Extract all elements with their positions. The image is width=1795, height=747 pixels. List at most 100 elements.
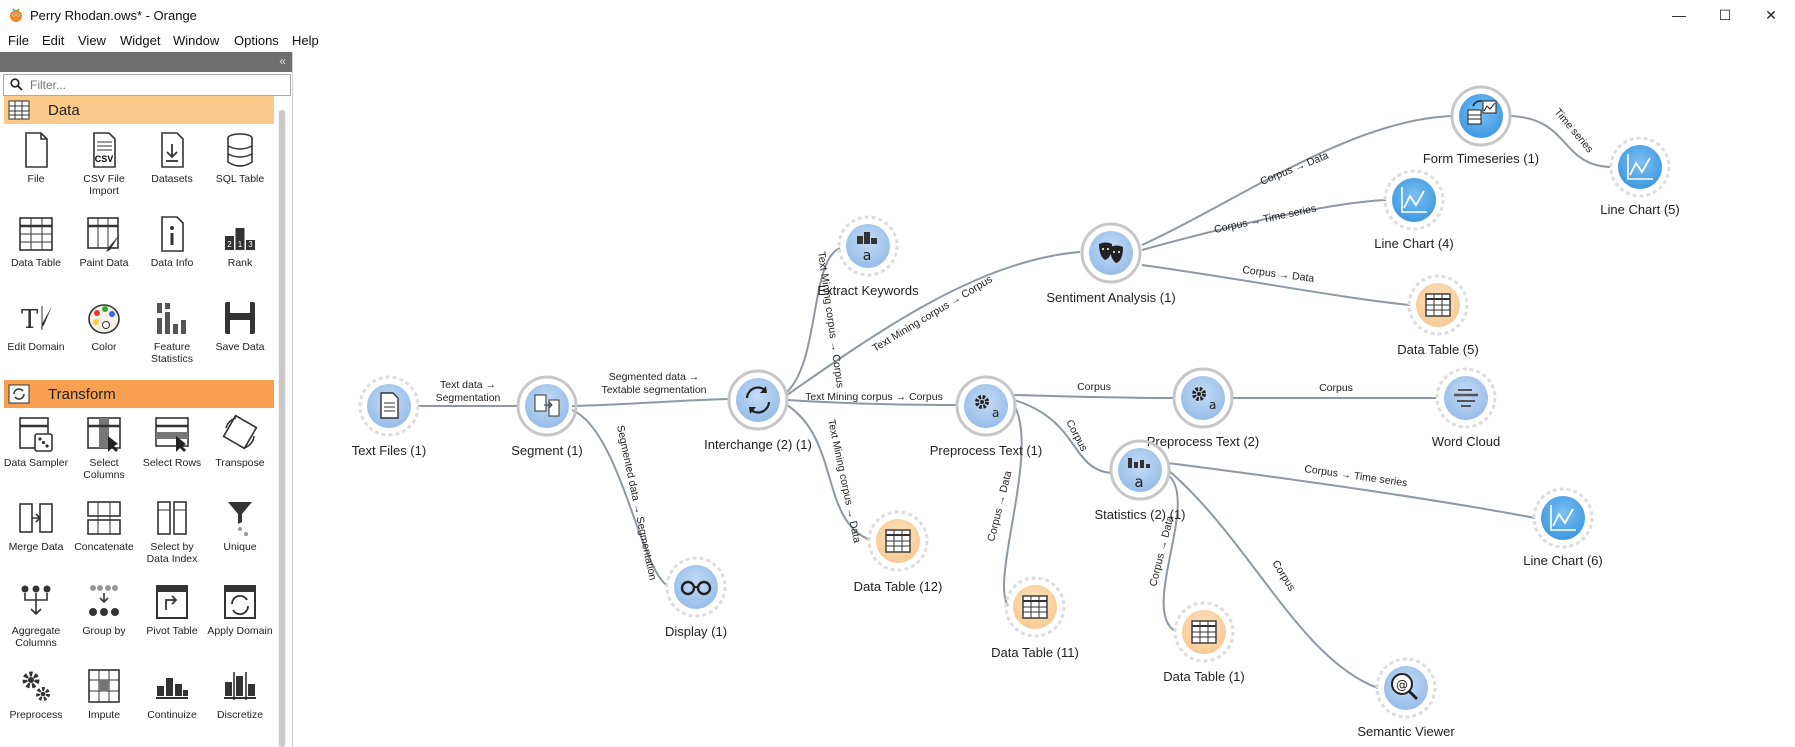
tool-sql-table[interactable]: SQL Table: [206, 126, 274, 206]
node-label: Extract Keywords: [817, 283, 919, 298]
menu-help[interactable]: Help: [292, 33, 319, 48]
tool-data-table[interactable]: Data Table: [2, 210, 70, 290]
maximize-button[interactable]: ☐: [1718, 7, 1732, 23]
link-statistics-semantic[interactable]: [1167, 469, 1379, 689]
node-data-table-5[interactable]: Data Table (5): [1397, 274, 1479, 357]
node-preprocess-text-1[interactable]: a Preprocess Text (1): [930, 375, 1042, 458]
node-label: Line Chart (4): [1374, 236, 1453, 251]
node-interchange[interactable]: Interchange (2) (1): [704, 369, 812, 452]
tool-feature-statistics[interactable]: Feature Statistics: [138, 294, 206, 374]
link-segment-interchange[interactable]: [571, 398, 731, 407]
collapse-toolbox-button[interactable]: «: [279, 54, 286, 68]
menu-file[interactable]: File: [8, 33, 29, 48]
link-sentiment-linechart4[interactable]: [1141, 199, 1387, 251]
toolbox-scrollbar[interactable]: [278, 110, 286, 747]
link-statistics-datatable1[interactable]: [1162, 474, 1179, 632]
tool-discretize[interactable]: Discretize: [206, 662, 274, 742]
node-data-table-1[interactable]: Data Table (1): [1163, 601, 1245, 684]
link-interchange-preprocess[interactable]: [786, 399, 959, 406]
tool-paint-data[interactable]: Paint Data: [70, 210, 138, 290]
tool-label: Data Sampler: [3, 457, 69, 469]
tool-label: Data Info: [150, 257, 194, 269]
link-segment-display[interactable]: [571, 409, 669, 587]
tool-pivot-table[interactable]: Pivot Table: [138, 578, 206, 658]
node-extract-keywords[interactable]: a Extract Keywords: [817, 215, 919, 298]
node-preprocess-text-2[interactable]: a Preprocess Text (2): [1147, 367, 1259, 449]
node-segment[interactable]: Segment (1): [511, 375, 583, 458]
tool-save-data[interactable]: Save Data: [206, 294, 274, 374]
tool-select-columns[interactable]: Select Columns: [70, 410, 138, 490]
node-word-cloud[interactable]: Word Cloud: [1432, 367, 1500, 449]
node-form-timeseries[interactable]: Form Timeseries (1): [1423, 85, 1539, 166]
menu-edit[interactable]: Edit: [42, 33, 65, 48]
menu-widget[interactable]: Widget: [120, 33, 161, 48]
node-label: Data Table (1): [1163, 669, 1244, 684]
tool-group-by[interactable]: Group by: [70, 578, 138, 658]
gears-icon: [22, 671, 50, 701]
tool-datasets[interactable]: Datasets: [138, 126, 206, 206]
menu-view[interactable]: View: [78, 33, 106, 48]
node-sentiment-analysis[interactable]: Sentiment Analysis (1): [1046, 222, 1176, 305]
tool-color[interactable]: Color: [70, 294, 138, 374]
link-timeseries-linechart5[interactable]: [1509, 115, 1611, 168]
toolbox-dock-handle[interactable]: «: [0, 52, 292, 72]
tool-transpose[interactable]: Transpose: [206, 410, 274, 490]
minimize-button[interactable]: —: [1672, 7, 1686, 23]
link-preprocess1-preprocess2[interactable]: [1013, 394, 1175, 399]
workflow-canvas[interactable]: Text data → Segmentation Segmented data …: [293, 52, 1795, 747]
tool-unique[interactable]: Unique: [206, 494, 274, 574]
link-sentiment-datatable5[interactable]: [1141, 264, 1411, 306]
link-label: Time series: [1552, 106, 1596, 155]
tool-file[interactable]: File: [2, 126, 70, 206]
menu-options[interactable]: Options: [234, 33, 279, 48]
link-preprocess1-datatable11[interactable]: [1003, 404, 1023, 607]
tool-edit-domain[interactable]: T Edit Domain: [2, 294, 70, 374]
menu-window[interactable]: Window: [173, 33, 220, 48]
filter-input[interactable]: [28, 76, 287, 94]
node-data-table-11[interactable]: Data Table (11): [991, 576, 1079, 660]
link-interchange-datatable12[interactable]: [786, 404, 871, 541]
tool-csv-file-import[interactable]: CSV CSV File Import: [70, 126, 138, 206]
tool-impute[interactable]: Impute: [70, 662, 138, 742]
node-label: Sentiment Analysis (1): [1046, 290, 1175, 305]
node-statistics[interactable]: a Statistics (2) (1): [1094, 439, 1186, 522]
tool-concatenate[interactable]: Concatenate: [70, 494, 138, 574]
node-data-table-12[interactable]: Data Table (12): [854, 510, 943, 594]
table-icon: [8, 100, 30, 120]
continuize-icon: [156, 678, 188, 699]
svg-text:a: a: [1134, 473, 1143, 491]
tool-label: Data Table: [10, 257, 61, 269]
filter-box: [3, 74, 291, 96]
node-line-chart-4[interactable]: Line Chart (4): [1374, 169, 1454, 251]
csv-icon: CSV: [93, 132, 116, 168]
tool-merge-data[interactable]: Merge Data: [2, 494, 70, 574]
tool-aggregate-columns[interactable]: Aggregate Columns: [2, 578, 70, 658]
link-statistics-linechart6[interactable]: [1167, 462, 1536, 519]
close-button[interactable]: ✕: [1765, 7, 1777, 23]
tool-apply-domain[interactable]: Apply Domain: [206, 578, 274, 658]
tool-data-sampler[interactable]: Data Sampler: [2, 410, 70, 490]
svg-text:a: a: [992, 406, 999, 420]
node-semantic-viewer[interactable]: @ Semantic Viewer: [1357, 657, 1455, 739]
link-sentiment-timeseries[interactable]: [1141, 115, 1453, 246]
node-text-files[interactable]: Text Files (1): [352, 375, 426, 458]
category-transform[interactable]: Transform: [4, 380, 274, 408]
tool-select-by-data-index[interactable]: Select by Data Index: [138, 494, 206, 574]
link-interchange-sentiment[interactable]: [786, 251, 1081, 396]
link-preprocess1-statistics[interactable]: [1013, 399, 1113, 474]
category-data[interactable]: Data: [4, 96, 274, 124]
scrollbar-thumb[interactable]: [279, 110, 285, 747]
node-line-chart-6[interactable]: Line Chart (6): [1523, 487, 1603, 568]
tool-label: Datasets: [151, 173, 193, 185]
concatenate-icon: [87, 501, 121, 535]
tool-label: Paint Data: [79, 257, 129, 269]
link-interchange-keywords[interactable]: [786, 247, 841, 393]
node-display[interactable]: Display (1): [665, 556, 727, 639]
tool-select-rows[interactable]: Select Rows: [138, 410, 206, 490]
tool-label: Discretize: [216, 709, 264, 721]
tool-preprocess[interactable]: Preprocess: [2, 662, 70, 742]
tool-continuize[interactable]: Continuize: [138, 662, 206, 742]
node-line-chart-5[interactable]: Line Chart (5): [1600, 136, 1680, 217]
tool-data-info[interactable]: Data Info: [138, 210, 206, 290]
